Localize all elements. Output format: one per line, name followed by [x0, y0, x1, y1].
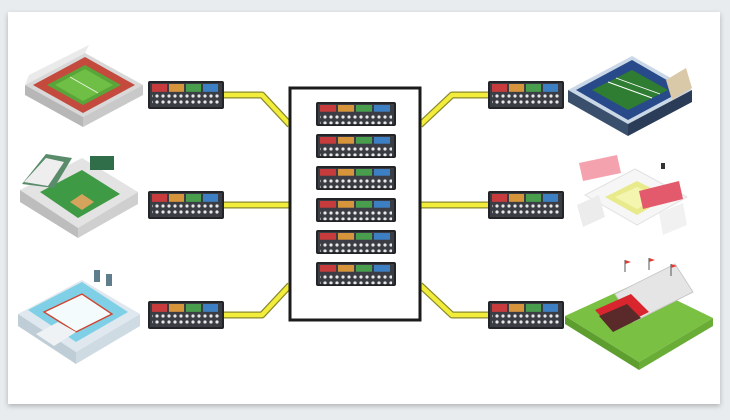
cable-shadow	[224, 91, 293, 128]
hub-rack-unit	[316, 134, 396, 158]
edge-rack-device	[148, 301, 224, 329]
tennis-venue-icon	[577, 155, 689, 235]
hub-rack-unit	[316, 166, 396, 190]
cable-shadow	[224, 282, 293, 319]
edge-rack-device	[148, 191, 224, 219]
ice-hockey-arena-icon	[18, 270, 140, 364]
hub-rack-unit	[316, 102, 396, 126]
hub-rack-stack	[316, 102, 396, 286]
cable	[224, 92, 292, 127]
edge-device-group	[148, 81, 564, 329]
cable-shadow	[417, 282, 488, 319]
cable-shadow	[417, 91, 488, 128]
edge-rack-device	[148, 81, 224, 109]
cable	[418, 92, 488, 127]
cable	[224, 283, 292, 318]
cable-group	[224, 91, 488, 319]
edge-rack-device	[488, 301, 564, 329]
football-stadium-icon	[568, 56, 692, 136]
soccer-stadium-icon	[25, 45, 143, 127]
hub-rack-unit	[316, 230, 396, 254]
edge-rack-device	[488, 81, 564, 109]
baseball-park-icon	[20, 154, 138, 238]
outdoor-arena-icon	[565, 258, 713, 370]
hub-rack-unit	[316, 262, 396, 286]
hub-rack-unit	[316, 198, 396, 222]
edge-rack-device	[488, 191, 564, 219]
cable	[418, 283, 488, 318]
